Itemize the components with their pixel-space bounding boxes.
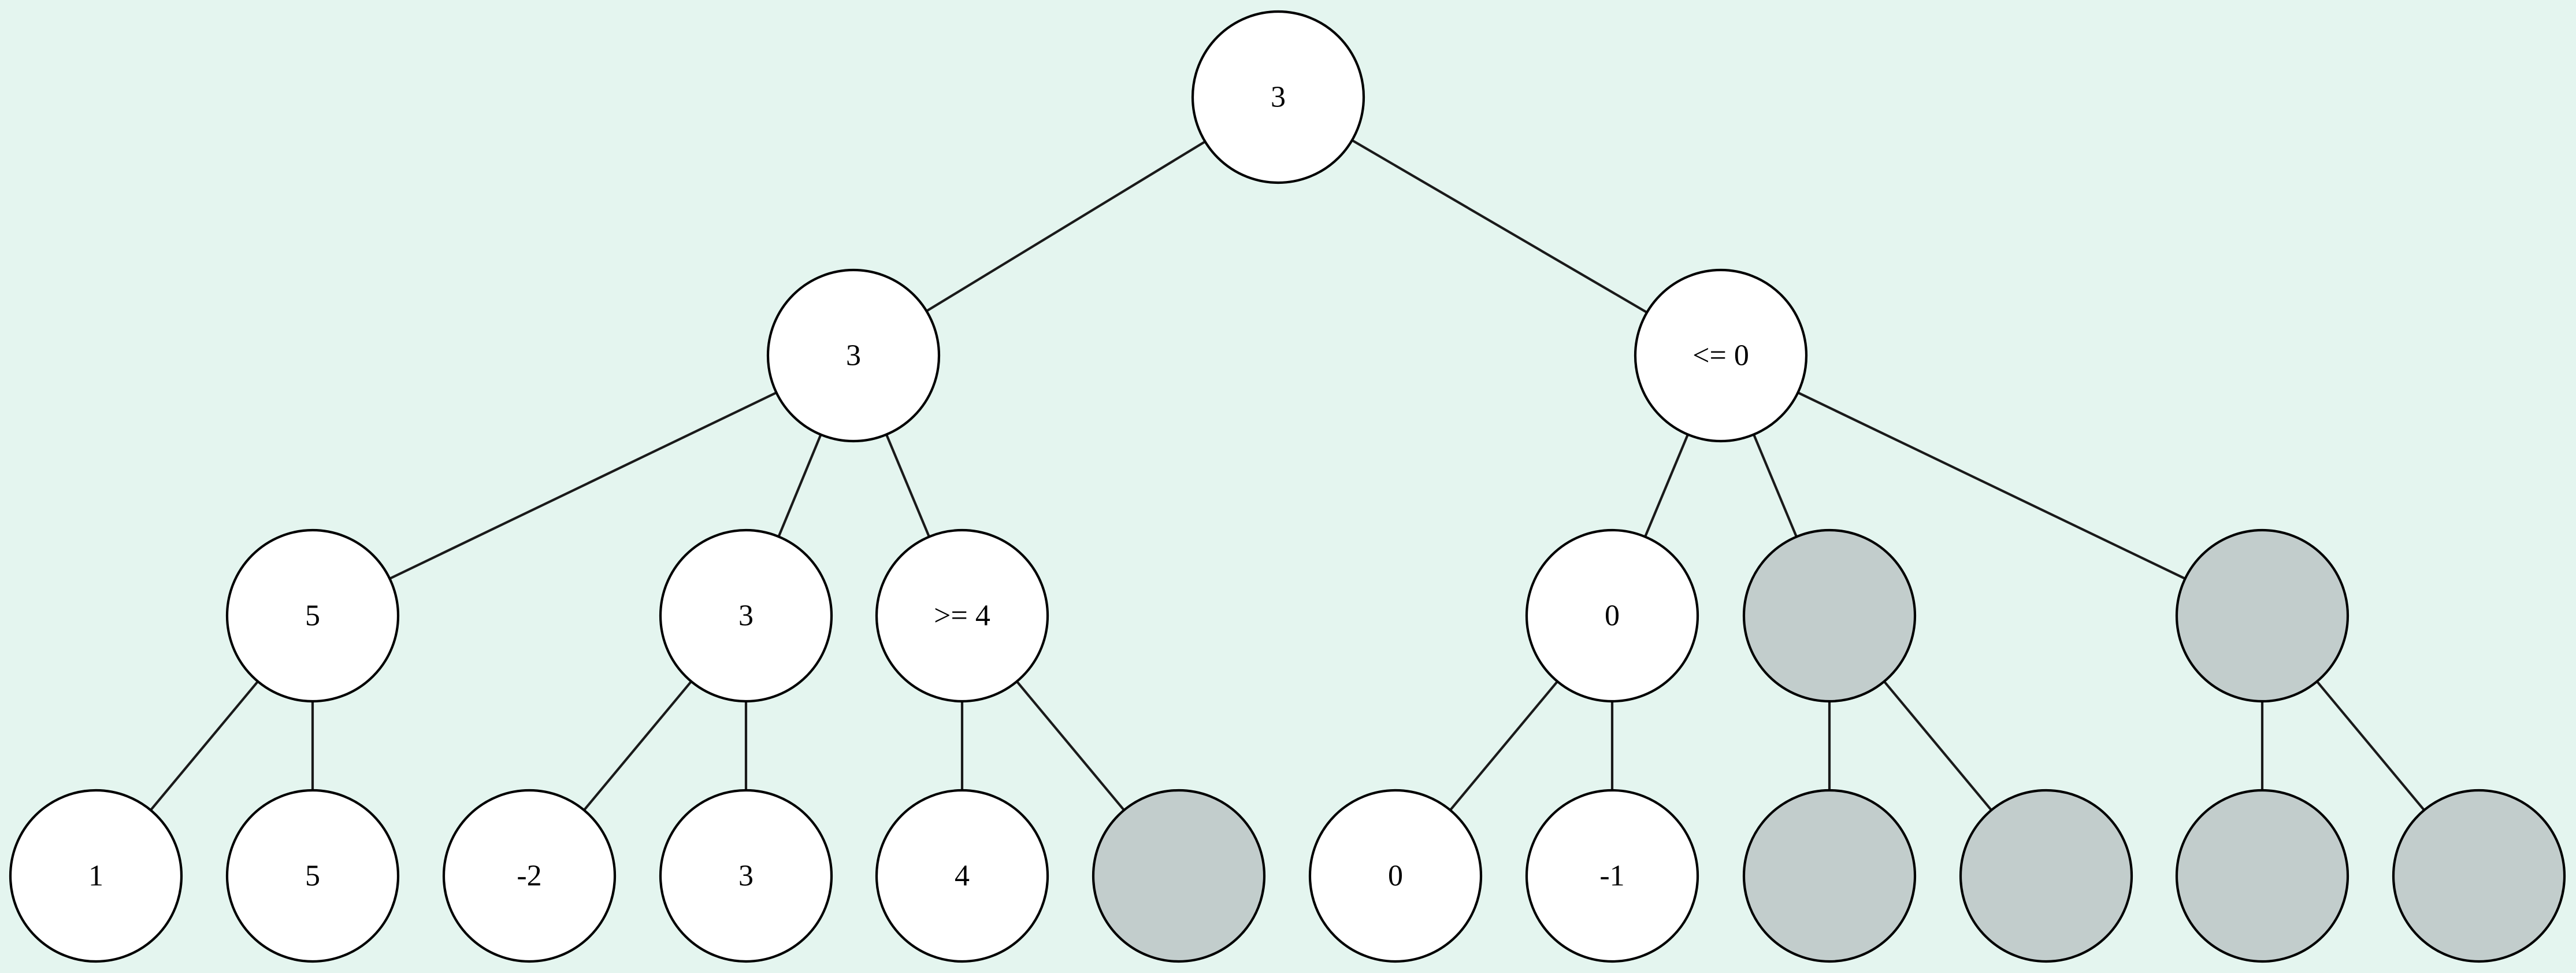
- edge-a-a3: [885, 434, 930, 538]
- tree-node-b2l: [1742, 789, 1917, 963]
- node-value-label: 3: [738, 860, 754, 893]
- tree-node-b1: 0: [1525, 528, 1699, 703]
- tree-nodes: 3 3 <= 0 5 3 >= 4 0 1 5 -2 3 4 0 -1: [9, 10, 2566, 963]
- tree-node-a1: 5: [225, 528, 400, 703]
- node-value-label: 3: [846, 339, 861, 372]
- tree-node-a3: >= 4: [875, 528, 1049, 703]
- node-circle: [875, 528, 1049, 703]
- tree-node-b3: [2175, 528, 2349, 703]
- edge-a3-a3r: [1016, 680, 1125, 811]
- node-value-label: 0: [1605, 600, 1620, 632]
- tree-node-b1r: -1: [1525, 789, 1699, 963]
- node-circle: [1525, 528, 1699, 703]
- node-circle: [1191, 10, 1365, 184]
- node-circle: [1308, 789, 1483, 963]
- node-circle: [9, 789, 183, 963]
- node-value-label: 0: [1388, 860, 1403, 893]
- node-value-label: >= 4: [934, 600, 990, 632]
- edge-a2-a2l: [583, 680, 692, 811]
- edge-b-b2: [1753, 434, 1798, 538]
- tree-node-b3r: [2392, 789, 2566, 963]
- pruned-node-circle: [1742, 789, 1917, 963]
- tree-node-a3l: 4: [875, 789, 1049, 963]
- edge-a-a2: [777, 434, 822, 538]
- edge-b1-b1l: [1449, 680, 1558, 811]
- tree-node-root: 3: [1191, 10, 1365, 184]
- node-circle: [1525, 789, 1699, 963]
- edge-root-b: [1351, 139, 1648, 314]
- pruned-node-circle: [2392, 789, 2566, 963]
- node-circle: [225, 789, 400, 963]
- edge-b3-b3r: [2316, 680, 2425, 811]
- tree-edges: [150, 139, 2425, 811]
- node-circle: [659, 789, 833, 963]
- tree-node-a2: 3: [659, 528, 833, 703]
- tree-node-a: 3: [766, 268, 941, 443]
- edge-root-a: [926, 140, 1206, 312]
- tree-node-a3r: [1092, 789, 1266, 963]
- edge-a1-a1l: [150, 680, 259, 811]
- tree-node-a2l: -2: [442, 789, 617, 963]
- tree-node-a1l: 1: [9, 789, 183, 963]
- edge-a-a1: [389, 391, 777, 580]
- pruned-node-circle: [1959, 789, 2133, 963]
- node-value-label: -1: [1599, 860, 1624, 893]
- node-value-label: <= 0: [1692, 339, 1749, 372]
- tree-node-b2: [1742, 528, 1917, 703]
- tree-node-a2r: 3: [659, 789, 833, 963]
- tree-node-b: <= 0: [1634, 268, 1808, 443]
- tree-node-b1l: 0: [1308, 789, 1483, 963]
- node-value-label: 3: [1271, 81, 1286, 114]
- pruned-node-circle: [1092, 789, 1266, 963]
- node-circle: [659, 528, 833, 703]
- pruned-node-circle: [1742, 528, 1917, 703]
- node-circle: [875, 789, 1049, 963]
- node-value-label: 5: [305, 600, 320, 632]
- edge-b2-b2r: [1883, 680, 1992, 811]
- tree-node-b3l: [2175, 789, 2349, 963]
- pruned-node-circle: [2175, 528, 2349, 703]
- edge-b-b1: [1644, 434, 1689, 538]
- pruned-node-circle: [2175, 789, 2349, 963]
- node-circle: [225, 528, 400, 703]
- node-value-label: 5: [305, 860, 320, 893]
- node-circle: [1634, 268, 1808, 443]
- node-value-label: 1: [88, 860, 103, 893]
- node-circle: [766, 268, 941, 443]
- node-circle: [442, 789, 617, 963]
- node-value-label: 4: [955, 860, 970, 893]
- edge-b-b3: [1797, 391, 2186, 580]
- node-value-label: -2: [517, 860, 541, 893]
- tree-node-a1r: 5: [225, 789, 400, 963]
- tree-node-b2r: [1959, 789, 2133, 963]
- node-value-label: 3: [738, 600, 754, 632]
